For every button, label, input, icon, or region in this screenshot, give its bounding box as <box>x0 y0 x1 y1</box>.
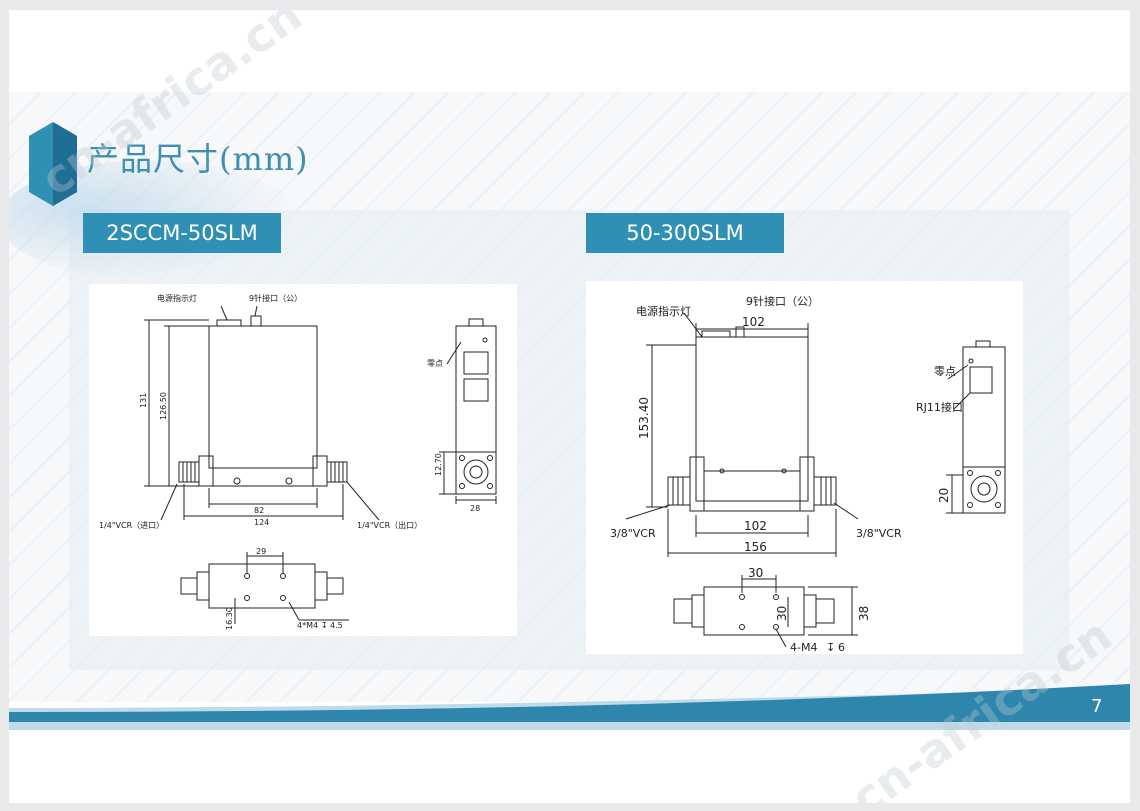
section-tag-small-range: 2SCCM-50SLM <box>83 213 281 253</box>
label-zero: 零点 <box>427 359 443 368</box>
dim-hole-spacing: 30 <box>748 566 763 580</box>
dim-hole-spacing-vertical: 30 <box>775 606 789 621</box>
label-rj11: RJ11接口 <box>916 401 963 414</box>
drawing-panel-small-range: 电源指示灯 9针接口（公） 零点 1/4"VCR（进口） 1/4"VCR（出口）… <box>89 284 517 636</box>
label-power-led: 电源指示灯 <box>636 304 691 318</box>
drawing-panel-large-range: 电源指示灯 9针接口（公） 零点 RJ11接口 3/8"VCR 3/8"VCR … <box>586 281 1023 654</box>
label-pin-connector: 9针接口（公） <box>746 294 819 308</box>
dim-width-body: 82 <box>254 506 264 515</box>
label-zero: 零点 <box>934 365 956 378</box>
section-tag-large-range: 50-300SLM <box>586 213 784 253</box>
label-hole-depth: 4.5 <box>330 621 343 630</box>
dim-width-total: 156 <box>744 540 767 554</box>
label-outlet: 3/8"VCR <box>856 527 902 540</box>
dim-width-total: 124 <box>254 518 269 527</box>
dim-height-body: 126.50 <box>159 392 168 420</box>
hole-depth-symbol: ↧ <box>321 621 328 630</box>
hexagon-icon <box>29 122 77 206</box>
dimension-drawing-small-range: 电源指示灯 9针接口（公） 零点 1/4"VCR（进口） 1/4"VCR（出口）… <box>99 293 497 630</box>
page-title: 产品尺寸(mm) <box>87 140 309 178</box>
hole-depth-symbol: ↧ <box>826 641 835 654</box>
page-number: 7 <box>1091 696 1103 717</box>
dim-side-height: 12.70 <box>434 453 443 476</box>
dimension-drawing-large-range: 电源指示灯 9针接口（公） 零点 RJ11接口 3/8"VCR 3/8"VCR … <box>610 294 1006 654</box>
dim-side-width: 28 <box>470 504 480 513</box>
label-holes: 4-M4 <box>790 641 817 654</box>
label-hole-depth: 6 <box>838 641 845 654</box>
label-outlet: 1/4"VCR（出口） <box>357 520 422 530</box>
bottom-band <box>9 684 1130 730</box>
label-pin-connector: 9针接口（公） <box>249 293 302 303</box>
label-power-led: 电源指示灯 <box>157 293 197 303</box>
dim-hole-offset: 16.30 <box>225 607 234 630</box>
label-inlet: 1/4"VCR（进口） <box>99 521 164 530</box>
dim-hole-spacing: 29 <box>256 547 266 556</box>
dim-side-height: 20 <box>937 488 951 503</box>
dim-width-body: 102 <box>744 519 767 533</box>
label-holes: 4*M4 <box>297 621 318 630</box>
dim-height-total: 131 <box>139 393 148 408</box>
label-inlet: 3/8"VCR <box>610 527 656 540</box>
slide: 产品尺寸(mm) 2SCCM-50SLM 50-300SLM <box>9 10 1130 803</box>
dim-bottom-height: 38 <box>857 606 871 621</box>
dim-height-body: 153.40 <box>637 397 651 439</box>
dim-top-width: 102 <box>742 315 765 329</box>
